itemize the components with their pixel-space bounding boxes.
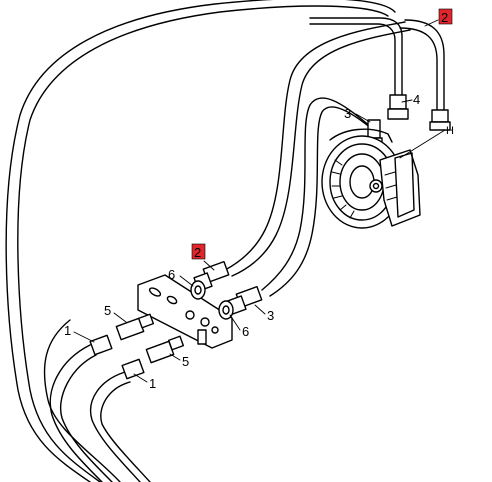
hose-outer-loop-2 <box>43 319 121 482</box>
leader-1-bottom <box>133 373 148 383</box>
hose-lower-left-2 <box>90 371 141 482</box>
callout-5-top: 5 <box>104 303 111 318</box>
plate-slot-1 <box>148 287 162 297</box>
valve-port-1 <box>369 179 383 193</box>
callout-2-top: 2 <box>441 10 448 25</box>
fitting-6-right <box>218 300 234 320</box>
leader-5-top <box>113 312 127 323</box>
mounting-plate <box>137 274 233 349</box>
fitting-4-nut <box>387 108 409 120</box>
leader-3-top <box>355 113 371 123</box>
hose-outer-loop-1b <box>5 0 396 482</box>
callout-1-bottom: 1 <box>149 376 156 391</box>
coupling-5-top-stub <box>137 313 155 329</box>
leader-3-bottom <box>254 304 266 315</box>
callout-h: H <box>446 125 454 137</box>
callout-2-top-highlight <box>438 8 453 25</box>
motor-gear-teeth <box>331 159 355 219</box>
hose-motor-a <box>261 97 373 291</box>
hose-lower-left-1b <box>60 354 113 482</box>
hose-to-fitting-4b <box>309 17 403 96</box>
plate-hole-3 <box>211 326 219 334</box>
callout-2-mid: 2 <box>194 245 201 260</box>
fitting-h <box>431 109 449 123</box>
hose-main-a <box>224 21 406 271</box>
callout-3-top: 3 <box>344 106 351 121</box>
motor-rear-flange <box>329 128 393 143</box>
valve-block <box>379 149 421 227</box>
leader-6-right <box>229 314 241 331</box>
coupling-5-bottom-stub <box>167 335 185 351</box>
coupling-1-top <box>89 334 113 356</box>
fitting-6-left <box>190 280 206 300</box>
callout-3-bottom: 3 <box>267 308 274 323</box>
leader-4 <box>401 99 413 103</box>
callout-2-mid-highlight <box>191 243 206 260</box>
callout-4: 4 <box>413 92 420 107</box>
plate-bracket <box>197 329 207 345</box>
leader-h <box>399 129 446 159</box>
hose-lower-left-1 <box>49 344 103 482</box>
fitting-h-nut <box>429 121 451 131</box>
fitting-6-left-inner <box>194 285 202 295</box>
fitting-6-right-inner <box>222 305 230 315</box>
coupling-1-bottom <box>121 358 145 380</box>
hose-main-b <box>231 29 411 277</box>
valve-block-detail <box>384 171 398 201</box>
plate-slot-2 <box>166 295 178 305</box>
plate-hole-1 <box>185 310 195 320</box>
hose-lower-left-2b <box>100 381 151 482</box>
hose-outer-loop-1 <box>17 5 389 482</box>
hose-to-fitting-hb <box>404 19 445 111</box>
callout-5-bottom: 5 <box>182 354 189 369</box>
hose-to-fitting-h <box>399 27 438 111</box>
leader-1-top <box>73 331 95 343</box>
leader-5-bottom <box>169 353 181 361</box>
callout-1-top: 1 <box>64 323 71 338</box>
leader-2-top <box>424 19 439 27</box>
valve-port-2 <box>372 182 380 190</box>
hose-to-fitting-4 <box>309 23 396 96</box>
callout-6-right: 6 <box>242 324 249 339</box>
leader-6-left <box>179 275 194 287</box>
plate-hole-2 <box>200 317 210 327</box>
callout-6-left: 6 <box>168 267 175 282</box>
hose-motor-b <box>269 106 379 297</box>
leader-2-mid <box>203 260 215 271</box>
